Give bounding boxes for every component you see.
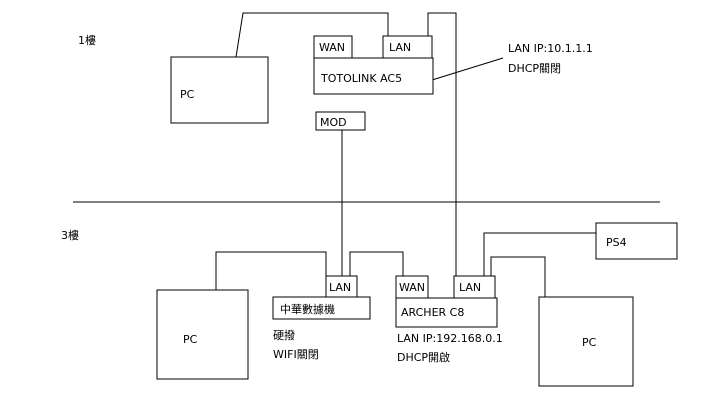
totolink-lan-label: LAN [389, 41, 411, 54]
cht-modem: 中華數據機 LAN [272, 275, 371, 320]
floor-label-3f: 3樓 [61, 228, 79, 242]
totolink-wan-port [313, 35, 353, 59]
pc-1f: PC [170, 56, 269, 124]
archer-note-ip: LAN IP:192.168.0.1 [397, 332, 503, 345]
router-archer-name: ARCHER C8 [401, 306, 464, 319]
annotation-pointer [431, 57, 504, 81]
mod-label: MOD [320, 116, 347, 129]
pc-3f-right: PC [538, 296, 634, 387]
cht-note-wifi: WIFI關閉 [273, 348, 319, 361]
archer-note-dhcp: DHCP開啟 [397, 350, 450, 364]
totolink-lan-port [382, 35, 433, 59]
totolink-wan-label: WAN [319, 41, 345, 54]
archer-lan-label: LAN [459, 281, 481, 294]
wire-1f-pc-to-totolink-lan [235, 12, 389, 58]
wire-archer-to-ps4 [483, 232, 596, 276]
archer-wan-port [395, 275, 429, 299]
mod-box: MOD [315, 111, 366, 131]
totolink-note-ip: LAN IP:10.1.1.1 [508, 42, 593, 55]
pc-3f-right-label: PC [582, 336, 597, 349]
ps4: PS4 [595, 222, 678, 260]
cht-modem-name: 中華數據機 [280, 302, 335, 316]
wire-3f-pc-to-cht-lan [215, 251, 327, 290]
pc-3f-left: PC [156, 289, 249, 380]
floor-label-1f: 1樓 [78, 33, 96, 47]
pc-1f-label: PC [180, 88, 195, 101]
cht-lan-port [325, 275, 358, 298]
router-archer: ARCHER C8 WAN LAN [395, 275, 498, 328]
archer-lan-port [453, 275, 496, 299]
ps4-label: PS4 [606, 236, 627, 249]
wire-totolink-to-archer-lan [427, 12, 457, 276]
totolink-note-dhcp: DHCP關閉 [508, 62, 561, 75]
cht-lan-label: LAN [329, 281, 351, 294]
archer-wan-label: WAN [399, 281, 425, 294]
cht-note-pppoe: 硬撥 [273, 328, 295, 342]
router-totolink: TOTOLINK AC5 WAN LAN [313, 35, 434, 95]
wire-archer-to-right-pc [490, 256, 546, 297]
pc-3f-left-label: PC [183, 333, 198, 346]
router-totolink-name: TOTOLINK AC5 [320, 72, 402, 85]
wire-cht-to-archer-wan [349, 251, 404, 276]
